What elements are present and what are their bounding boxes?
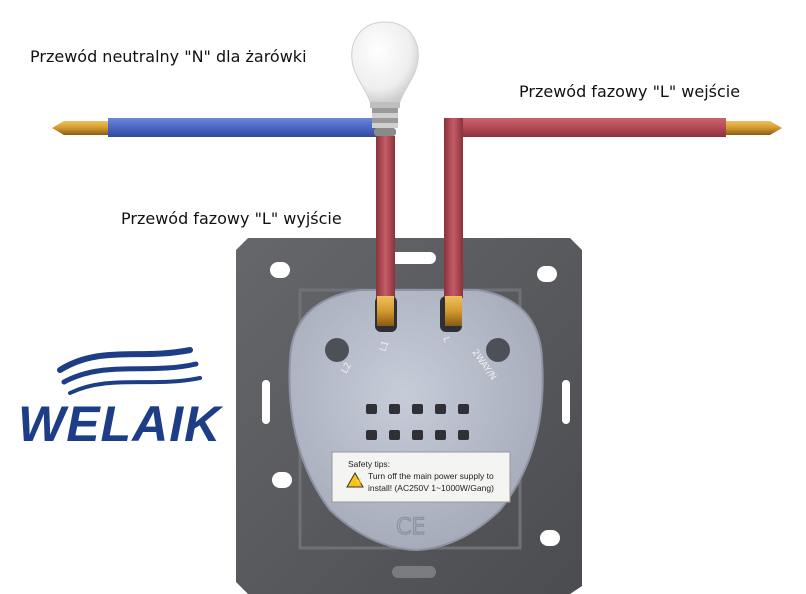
terminal-label-l: L (440, 336, 451, 344)
plate-slot-top (388, 252, 436, 264)
phase-output-wire (376, 136, 395, 326)
safety-line-1: Turn off the main power supply to (368, 471, 494, 481)
terminal-screw-left (325, 338, 349, 362)
bulb-collar (370, 102, 400, 108)
logo-waves-icon (57, 347, 202, 395)
plate-hole-bottom-left (272, 472, 292, 488)
plate-slot-bottom (392, 566, 436, 578)
phase-input-vertical (444, 118, 463, 298)
neutral-wire (52, 118, 378, 137)
safety-label: ⚡ Safety tips: Turn off the main power s… (331, 451, 511, 503)
phase-output-vertical (376, 136, 395, 298)
ce-mark: CE (396, 515, 425, 540)
label-neutral-wire: Przewód neutralny "N" dla żarówki (30, 47, 307, 66)
neutral-wire-insulation (108, 118, 378, 137)
warning-icon (346, 471, 364, 488)
label-phase-output: Przewód fazowy "L" wyjście (121, 209, 342, 228)
phase-input-wire (444, 118, 782, 326)
phase-input-copper-terminal (445, 296, 462, 326)
phase-output-copper-terminal (377, 296, 394, 326)
plate-hole-top-left (270, 262, 290, 278)
welaik-logo: WELAIK (18, 347, 224, 452)
label-phase-input: Przewód fazowy "L" wejście (519, 82, 740, 101)
vent-grid (366, 404, 469, 440)
safety-title: Safety tips: (348, 459, 390, 469)
light-bulb (351, 21, 419, 136)
plate-slot-left (262, 380, 270, 424)
bulb-base (372, 108, 398, 136)
brand-name: WELAIK (18, 396, 224, 452)
warning-icon-glyph: ⚡ (354, 477, 364, 487)
terminal-screw-right (486, 338, 510, 362)
safety-line-2: install! (AC250V 1~1000W/Gang) (368, 483, 494, 493)
plate-hole-top-right (537, 266, 557, 282)
phase-input-horizontal (444, 118, 726, 137)
phase-input-copper-end (726, 121, 782, 135)
plate-hole-bottom-right (540, 530, 560, 546)
terminal-label-l2: L2 (340, 361, 354, 375)
neutral-wire-copper-end (52, 121, 108, 135)
terminal-label-l1: L1 (378, 340, 391, 354)
bulb-glass (351, 21, 419, 103)
plate-slot-right (562, 380, 570, 424)
